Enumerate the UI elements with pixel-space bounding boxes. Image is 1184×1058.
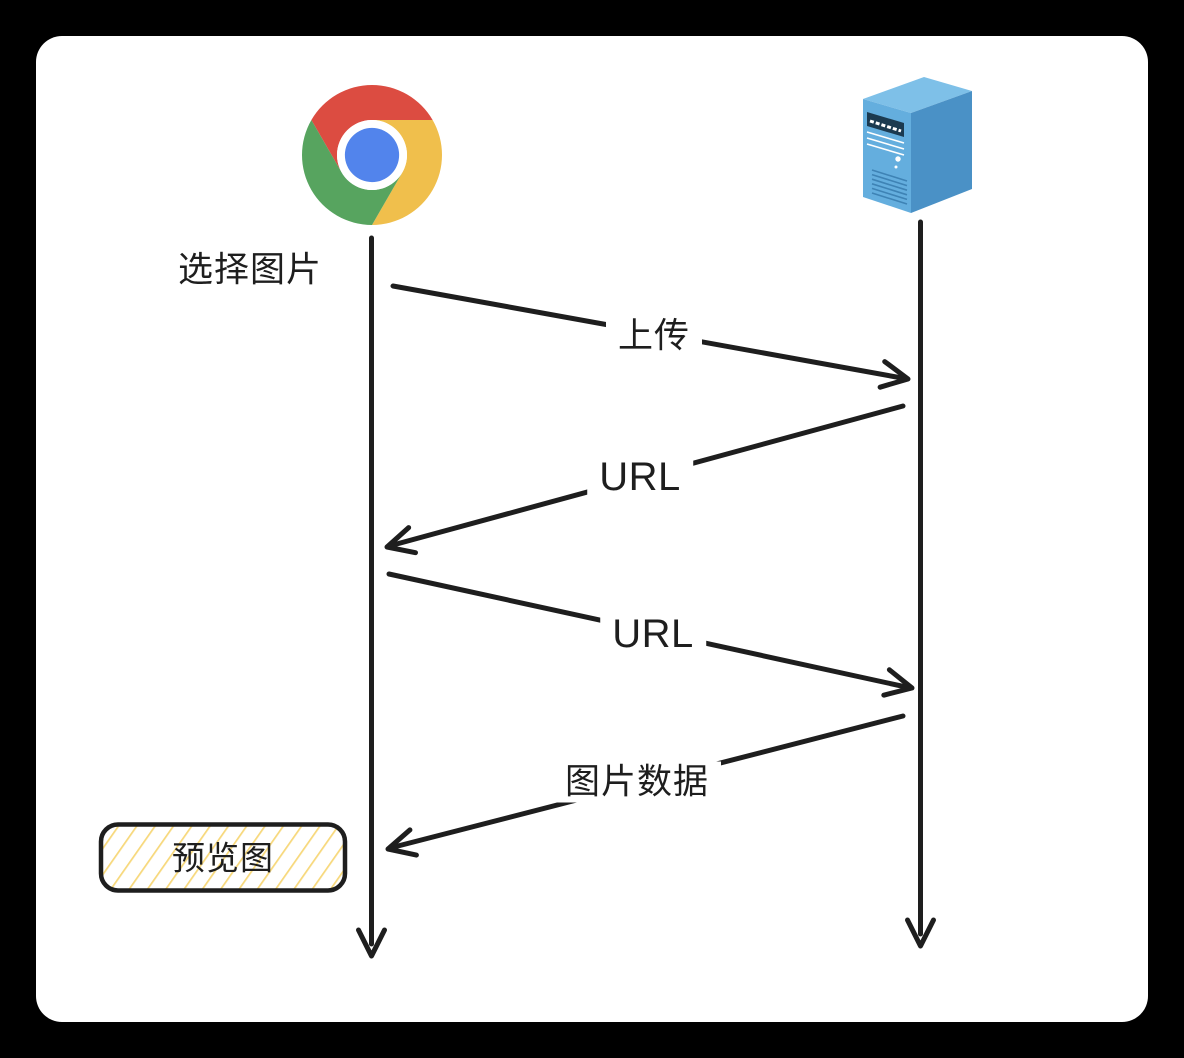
arrow-url-response-head-icon — [384, 525, 419, 556]
server-lifeline-arrowhead-icon — [905, 917, 936, 949]
preview-box — [98, 822, 348, 893]
url-response-label: URL — [587, 454, 693, 500]
server-bay-leds — [869, 119, 902, 133]
server-side-face — [911, 91, 972, 213]
server-top-face — [863, 77, 972, 113]
chrome-green-segment — [302, 120, 403, 226]
server-led-dot — [894, 165, 898, 169]
server-power-button — [895, 156, 901, 162]
chrome-yellow-segment — [372, 120, 443, 226]
chrome-red-segment — [311, 85, 433, 173]
server-front-lines — [866, 131, 905, 156]
url-request-label: URL — [600, 611, 706, 657]
chrome-blue-center — [344, 127, 400, 183]
arrow-upload-head-icon — [877, 359, 911, 390]
preview-box-label: 预览图 — [172, 839, 274, 877]
upload-message-label: 上传 — [605, 315, 703, 357]
browser-lifeline-arrowhead-icon — [356, 927, 387, 959]
chrome-icon — [302, 85, 443, 226]
server-vent-lines — [871, 169, 908, 205]
arrow-url-request-head-icon — [881, 667, 915, 698]
arrow-image-data-head-icon — [385, 827, 419, 858]
server-icon — [863, 77, 972, 213]
image-data-label: 图片数据 — [552, 761, 722, 803]
select-image-label: 选择图片 — [177, 250, 323, 290]
